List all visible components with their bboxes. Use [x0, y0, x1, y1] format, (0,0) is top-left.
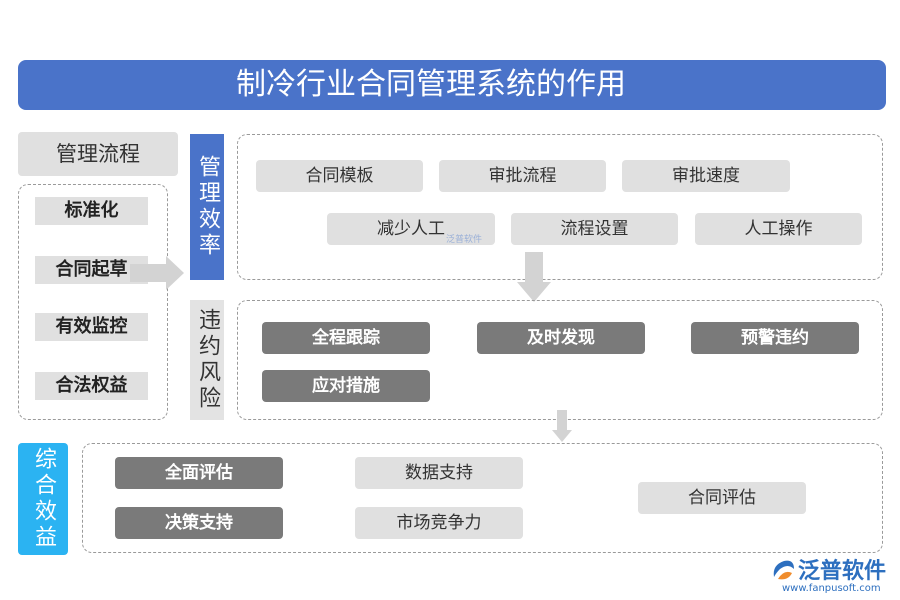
left-item-rights: 合法权益: [35, 372, 148, 400]
benefit-item-contract-eval: 合同评估: [638, 482, 806, 514]
risk-label: 违约风险: [190, 300, 224, 420]
efficiency-item-process-setup: 流程设置: [511, 213, 678, 245]
risk-item-response: 应对措施: [262, 370, 430, 402]
benefit-item-competitiveness: 市场竞争力: [355, 507, 523, 539]
left-item-drafting: 合同起草: [35, 256, 148, 284]
benefit-item-assessment: 全面评估: [115, 457, 283, 489]
benefit-panel: [82, 443, 883, 553]
risk-item-warning: 预警违约: [691, 322, 859, 354]
down-arrow-icon: [517, 252, 551, 302]
logo-name: 泛普软件: [798, 559, 887, 584]
left-item-standardize: 标准化: [35, 197, 148, 225]
efficiency-item-template: 合同模板: [256, 160, 423, 192]
efficiency-label: 管理效率: [190, 134, 224, 280]
right-arrow-icon: [130, 256, 184, 290]
risk-item-tracking: 全程跟踪: [262, 322, 430, 354]
benefit-label: 综合效益: [18, 443, 68, 555]
management-process-header: 管理流程: [18, 132, 178, 176]
risk-panel: [237, 300, 883, 420]
management-process-panel: [18, 184, 168, 420]
risk-item-detect: 及时发现: [477, 322, 645, 354]
benefit-item-data-support: 数据支持: [355, 457, 523, 489]
down-arrow-small-icon: [552, 410, 572, 442]
efficiency-item-manual-ops: 人工操作: [695, 213, 862, 245]
brand-logo: 泛普软件 www.fanpusoft.com: [770, 553, 895, 598]
efficiency-panel: [237, 134, 883, 280]
logo-icon: [773, 560, 794, 580]
efficiency-item-approval-flow: 审批流程: [439, 160, 606, 192]
watermark: 泛普软件: [446, 235, 483, 245]
logo-url: www.fanpusoft.com: [782, 583, 881, 594]
benefit-item-decision: 决策支持: [115, 507, 283, 539]
page-title: 制冷行业合同管理系统的作用: [18, 60, 886, 110]
efficiency-item-approval-speed: 审批速度: [622, 160, 790, 192]
efficiency-item-reduce-labor: 减少人工: [327, 213, 495, 245]
left-item-monitoring: 有效监控: [35, 313, 148, 341]
